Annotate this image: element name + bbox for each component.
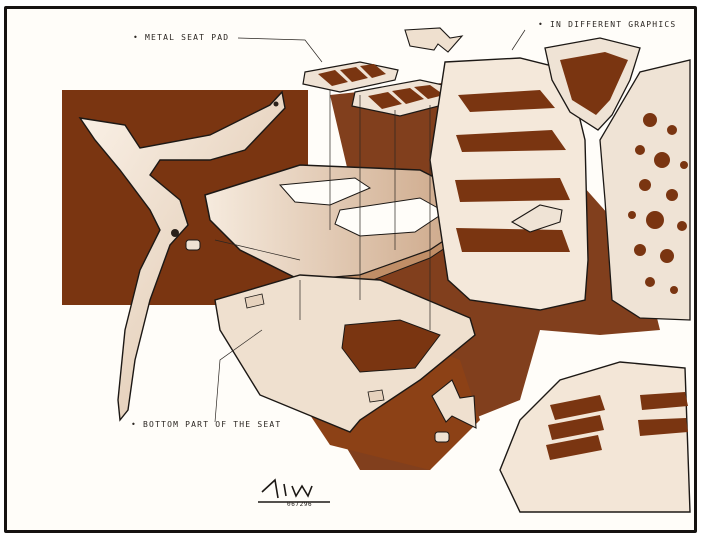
small-bracket (510, 204, 563, 233)
exploded-guide-lines (214, 29, 526, 423)
chair-leg-frame (78, 90, 286, 422)
seat-shell-variant (499, 361, 691, 513)
back-panel-perforated (599, 59, 691, 321)
bottom-seat-part (214, 274, 476, 433)
label-different-graphics: • IN DIFFERENT GRAPHICS (538, 20, 677, 29)
rotate-arrow-top (404, 27, 464, 53)
connector-pin-left (185, 239, 201, 251)
metal-seat-pad-1 (302, 61, 399, 93)
designer-signature (258, 478, 330, 503)
leg-bolt-top (273, 101, 279, 107)
connector-pin-right (434, 431, 450, 443)
rotate-arrow-bottom (431, 379, 477, 429)
label-metal-seat-pad: • METAL SEAT PAD (133, 33, 230, 42)
signature-code: 067296 (287, 501, 313, 508)
back-panel-shield (544, 37, 641, 131)
leg-bolt (171, 229, 179, 237)
label-bottom-part: • BOTTOM PART OF THE SEAT (131, 420, 282, 429)
